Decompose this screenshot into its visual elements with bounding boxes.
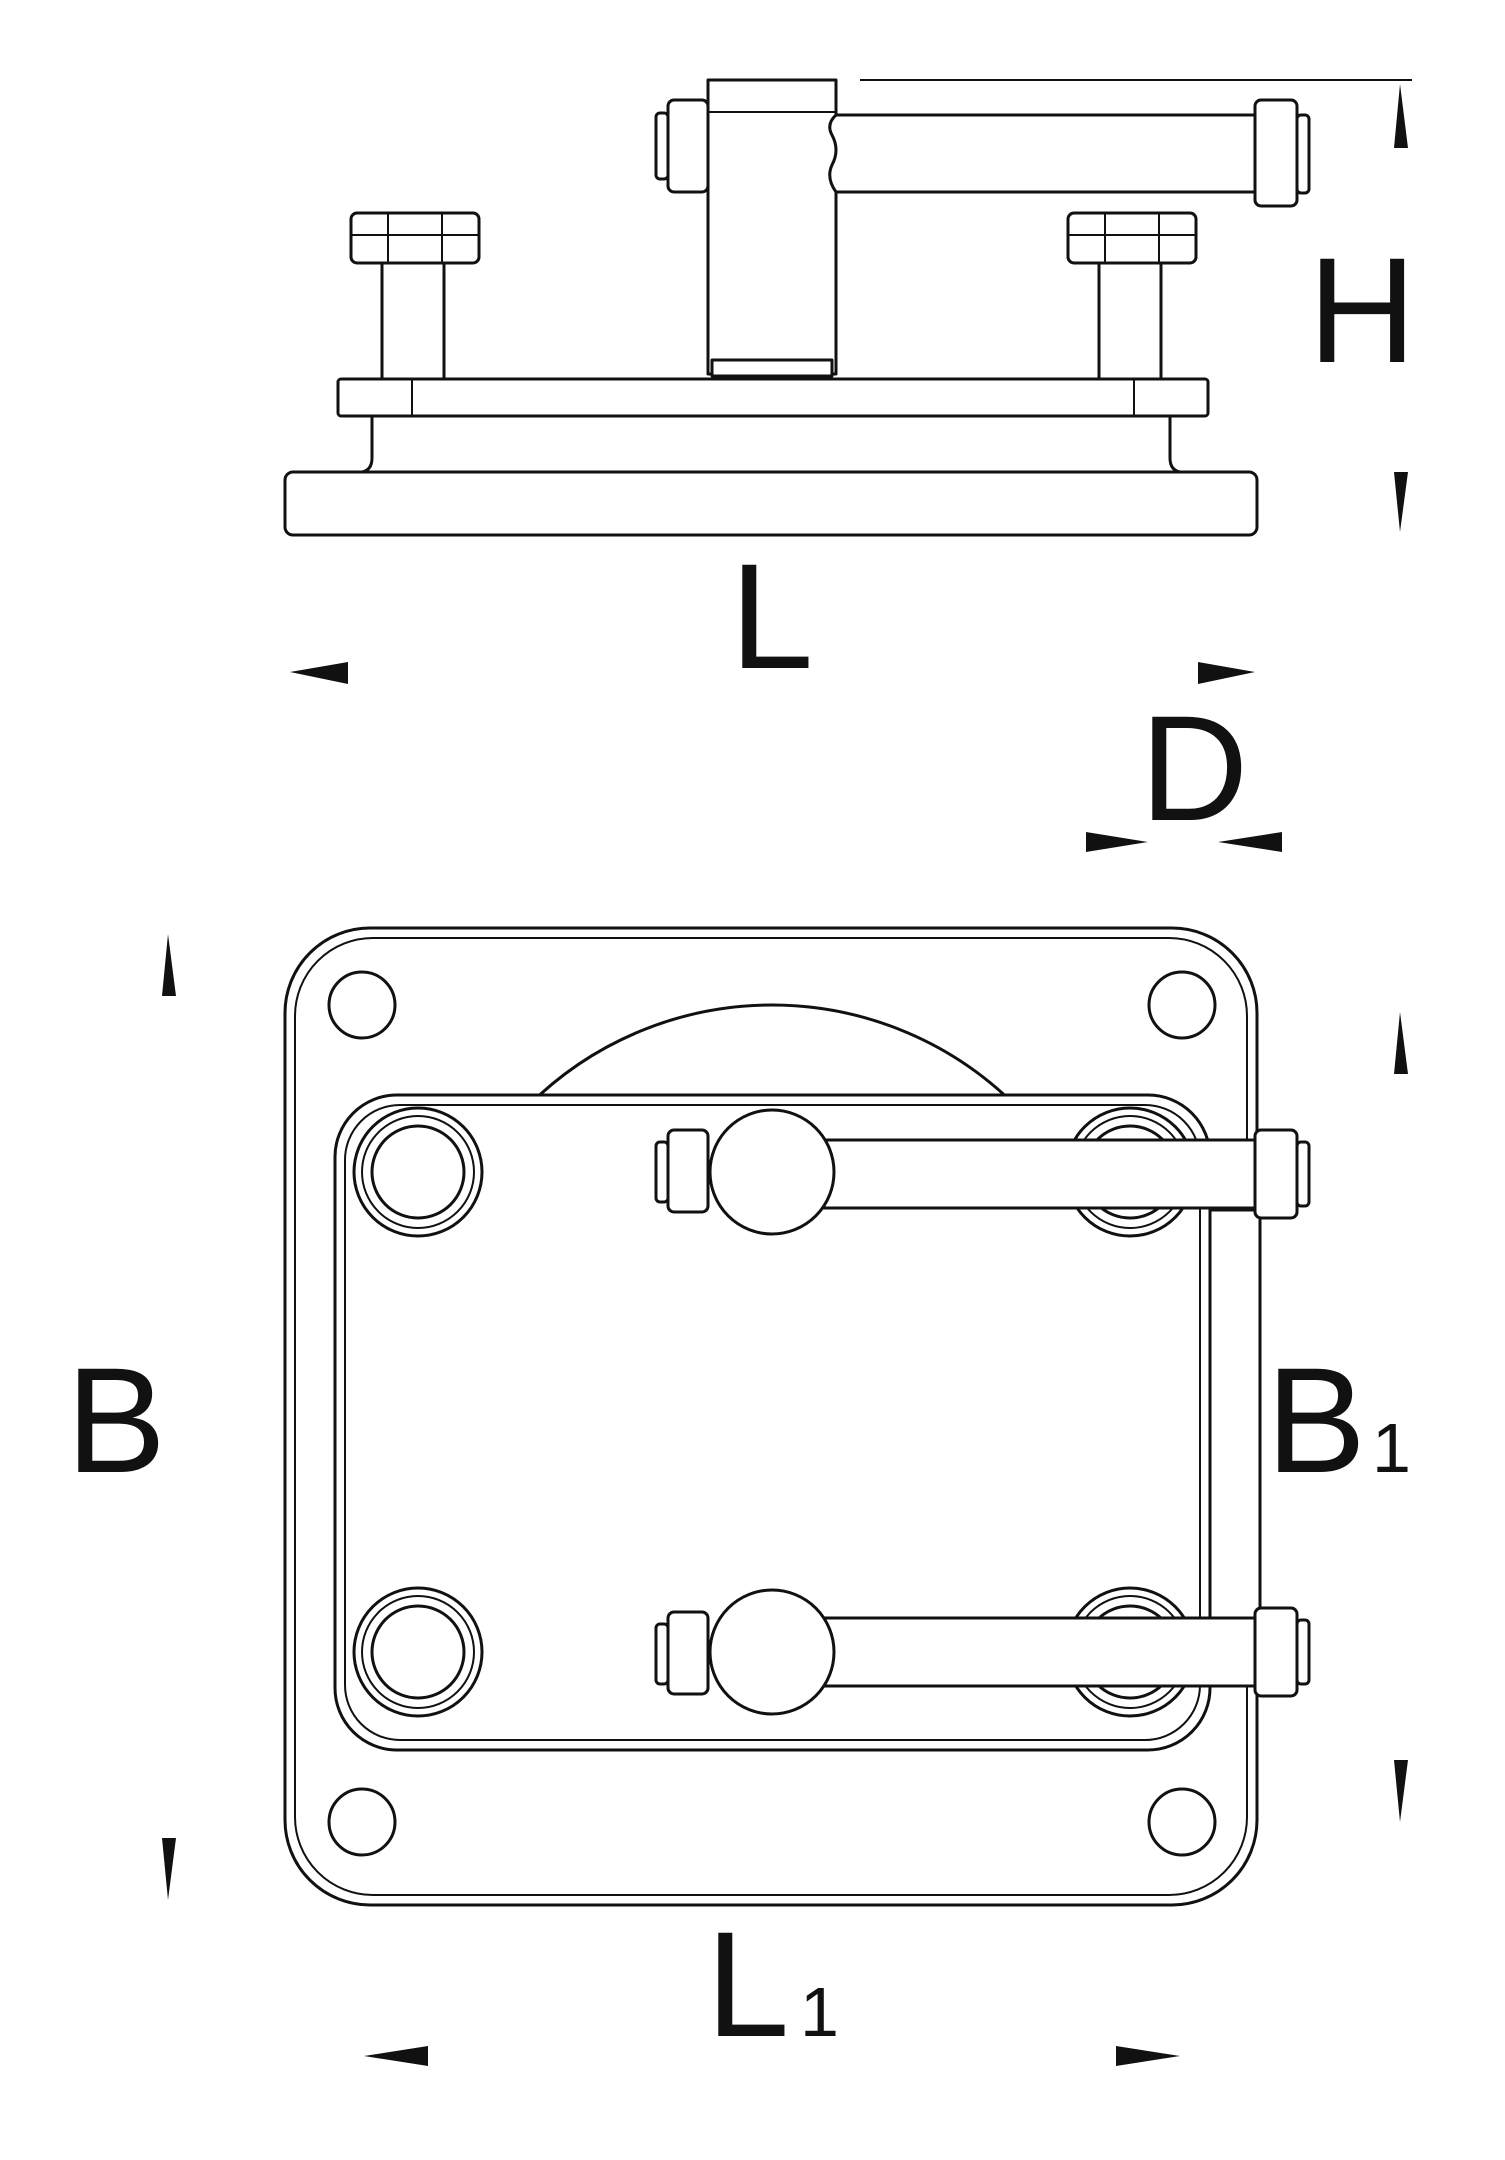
side-right-bolt — [1066, 211, 1198, 381]
d-arrow-right — [1218, 832, 1282, 852]
b1-arrow-bottom — [1394, 1760, 1408, 1822]
h-label: H — [1308, 226, 1416, 394]
side-spacer — [360, 414, 1182, 474]
l1-subscript: 1 — [800, 1973, 839, 2051]
handle-upper — [654, 1108, 1311, 1236]
side-handle-lever — [654, 79, 1412, 208]
l-arrow-left — [290, 662, 348, 684]
d-arrow-left — [1086, 832, 1148, 852]
bolt-head-tl — [352, 1106, 484, 1238]
l1-arrow-left — [364, 2046, 428, 2066]
side-left-bolt — [349, 211, 481, 381]
b1-subscript: 1 — [1372, 1409, 1411, 1487]
side-clamp-bar — [336, 377, 1210, 418]
top-view — [283, 926, 1311, 1907]
side-central-post — [706, 78, 838, 378]
bolt-head-bl — [352, 1586, 484, 1718]
b-arrow-top — [162, 934, 176, 996]
side-base-plate — [283, 470, 1259, 537]
b1-label: B — [1266, 1336, 1366, 1504]
l-arrow-right — [1198, 662, 1255, 684]
b1-arrow-top — [1394, 1012, 1408, 1074]
mount-hole-br — [1147, 1787, 1217, 1857]
l1-arrow-right — [1116, 2046, 1180, 2066]
h-arrow-top — [1394, 84, 1408, 148]
side-view — [283, 78, 1412, 537]
b-label: B — [66, 1336, 166, 1504]
d-label: D — [1140, 684, 1248, 852]
mount-hole-bl — [327, 1787, 397, 1857]
l-label: L — [730, 532, 813, 700]
right-edge-strip — [1208, 1208, 1262, 1632]
l1-label: L — [706, 1900, 789, 2068]
handle-lower — [654, 1588, 1311, 1716]
h-arrow-bottom — [1394, 472, 1408, 532]
mount-hole-tr — [1147, 970, 1217, 1040]
mount-hole-tl — [327, 970, 397, 1040]
b-arrow-bottom — [162, 1838, 176, 1900]
